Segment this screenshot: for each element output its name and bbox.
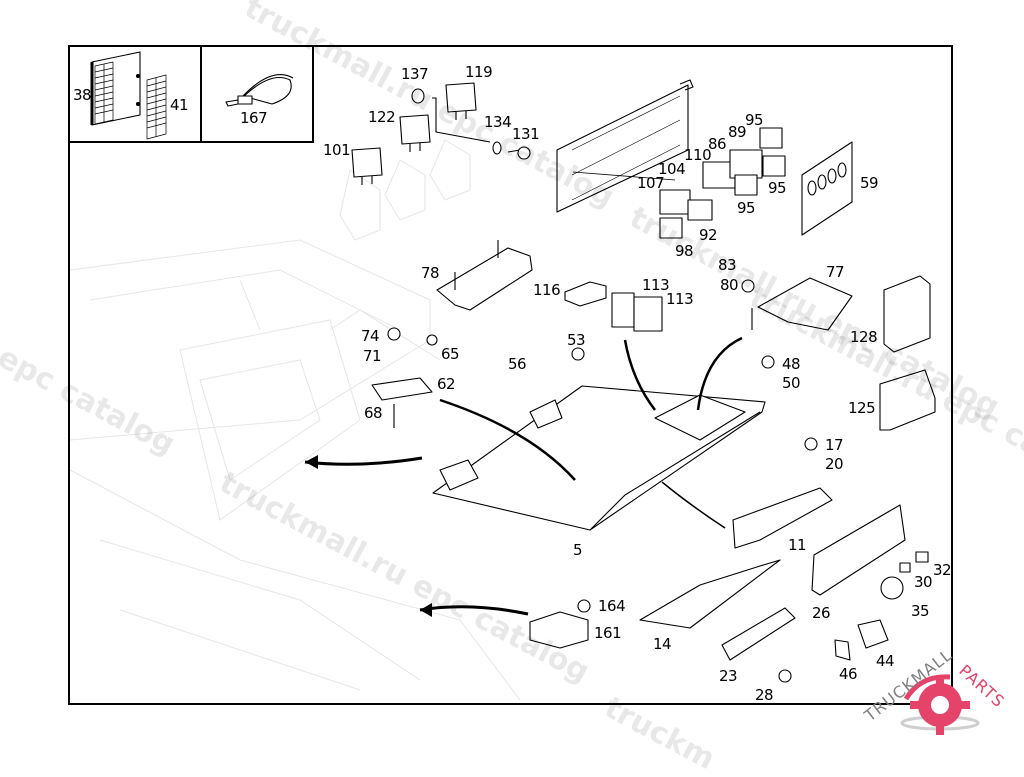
- callout-68[interactable]: 68: [364, 404, 383, 422]
- callout-20[interactable]: 20: [825, 455, 844, 473]
- callout-89[interactable]: 89: [728, 123, 747, 141]
- callout-95b[interactable]: 95: [768, 179, 787, 197]
- callout-71[interactable]: 71: [363, 347, 382, 365]
- callout-92[interactable]: 92: [699, 226, 718, 244]
- callout-113b[interactable]: 113: [666, 290, 694, 308]
- callout-62[interactable]: 62: [437, 375, 456, 393]
- relay-tray: [757, 277, 853, 331]
- callout-95c[interactable]: 95: [737, 199, 756, 217]
- callout-125[interactable]: 125: [848, 399, 876, 417]
- callout-128[interactable]: 128: [850, 328, 878, 346]
- callout-110[interactable]: 110: [684, 146, 712, 164]
- label-strip-part: [146, 74, 167, 140]
- callout-44[interactable]: 44: [876, 652, 895, 670]
- callout-56[interactable]: 56: [508, 355, 527, 373]
- callout-53[interactable]: 53: [567, 331, 586, 349]
- callout-65[interactable]: 65: [441, 345, 460, 363]
- callout-50[interactable]: 50: [782, 374, 801, 392]
- callout-122[interactable]: 122: [368, 108, 396, 126]
- callout-104[interactable]: 104: [658, 160, 686, 178]
- callout-137[interactable]: 137: [401, 65, 429, 83]
- arrow-113-to-plate: [623, 339, 656, 411]
- callout-74[interactable]: 74: [361, 327, 380, 345]
- callout-116[interactable]: 116: [533, 281, 561, 299]
- cable-tie-part: [225, 74, 294, 107]
- callout-77[interactable]: 77: [826, 263, 845, 281]
- bracket-23: [721, 607, 796, 661]
- callout-164[interactable]: 164: [598, 597, 626, 615]
- callout-167[interactable]: 167: [240, 109, 268, 127]
- control-module-116: [564, 281, 607, 307]
- relay-cluster: [659, 127, 786, 239]
- lamp-socket-35: [880, 576, 904, 600]
- callout-46[interactable]: 46: [839, 665, 858, 683]
- callout-41[interactable]: 41: [170, 96, 189, 114]
- callout-28[interactable]: 28: [755, 686, 774, 704]
- callout-23[interactable]: 23: [719, 667, 738, 685]
- holder-125: [879, 369, 936, 431]
- callout-86[interactable]: 86: [708, 135, 727, 153]
- arrow-62-to-plate: [439, 398, 576, 481]
- callout-5[interactable]: 5: [573, 541, 583, 559]
- arrow-duct-up: [661, 481, 726, 529]
- module-161: [529, 611, 589, 649]
- arrow-tray-down: [696, 336, 743, 411]
- diagram-frame: [68, 45, 953, 705]
- cable-clip-62: [371, 377, 433, 401]
- switch-panel-plate: [801, 141, 853, 236]
- callout-161[interactable]: 161: [594, 624, 622, 642]
- background-ghost-drawing: [69, 139, 521, 701]
- callout-59[interactable]: 59: [860, 174, 879, 192]
- callout-48[interactable]: 48: [782, 355, 801, 373]
- label-sheet-part: [90, 51, 141, 126]
- callout-11[interactable]: 11: [788, 536, 807, 554]
- fuse-box-26: [811, 504, 906, 596]
- cable-duct-11: [732, 487, 833, 549]
- callout-80[interactable]: 80: [720, 276, 739, 294]
- gear-logo-icon: TRUCKMALL PARTS: [860, 645, 1009, 735]
- cover-strip-14: [639, 559, 781, 629]
- inset-cable-tie: [200, 45, 314, 143]
- relay-mounting-plate: [556, 79, 694, 213]
- callout-30[interactable]: 30: [914, 573, 933, 591]
- base-plate: [432, 385, 766, 531]
- callout-14[interactable]: 14: [653, 635, 672, 653]
- callout-35[interactable]: 35: [911, 602, 930, 620]
- callout-17[interactable]: 17: [825, 436, 844, 454]
- callout-26[interactable]: 26: [812, 604, 831, 622]
- control-unit-128: [883, 275, 931, 353]
- relay-parts: [351, 82, 531, 185]
- callout-131[interactable]: 131: [512, 125, 540, 143]
- callout-83[interactable]: 83: [718, 256, 737, 274]
- callout-107[interactable]: 107: [637, 174, 665, 192]
- label-46: [834, 639, 851, 661]
- callout-119[interactable]: 119: [465, 63, 493, 81]
- parts-line-art: [90, 51, 936, 683]
- callout-38[interactable]: 38: [73, 86, 92, 104]
- callout-101[interactable]: 101: [323, 141, 351, 159]
- clip-44: [857, 619, 889, 649]
- callout-32[interactable]: 32: [933, 561, 952, 579]
- callout-113a[interactable]: 113: [642, 276, 670, 294]
- callout-134[interactable]: 134: [484, 113, 512, 131]
- connector-blocks: [611, 292, 663, 332]
- mounting-bracket: [436, 240, 533, 311]
- callout-95a[interactable]: 95: [745, 111, 764, 129]
- callout-78[interactable]: 78: [421, 264, 440, 282]
- callout-98[interactable]: 98: [675, 242, 694, 260]
